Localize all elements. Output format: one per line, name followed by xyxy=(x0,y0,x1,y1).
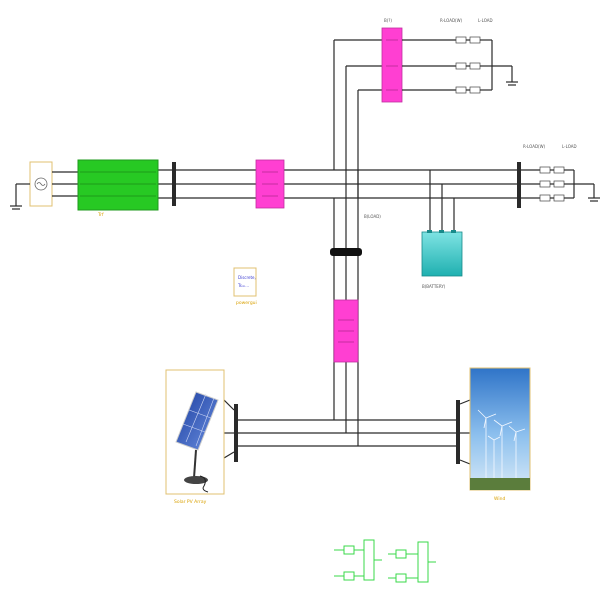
solar-panel-icon xyxy=(175,391,219,493)
breaker-top[interactable] xyxy=(381,27,403,103)
battery-label: B(BATTERY) xyxy=(422,284,446,289)
top-breaker-label: B(?) xyxy=(384,18,392,23)
top-load-label-2: L-LOAD xyxy=(478,18,493,23)
powergui-label: powergui xyxy=(236,300,257,306)
top-load-label-1: R-LOAD(W) xyxy=(440,18,463,23)
bus-connector-solar xyxy=(234,404,238,462)
right-load-label-2: L-LOAD xyxy=(562,144,577,149)
top-load-elements[interactable] xyxy=(455,36,493,94)
powergui-line-2: Ts=... xyxy=(237,283,249,288)
bus-connector-right xyxy=(517,162,521,208)
main-bus xyxy=(158,169,519,199)
wind-turbine-icon xyxy=(477,409,526,480)
breaker-main[interactable] xyxy=(255,159,285,209)
bus-connector-left xyxy=(172,162,176,206)
transformer-block[interactable] xyxy=(77,159,159,211)
solar-pv-block[interactable] xyxy=(165,369,225,495)
breaker-lower[interactable] xyxy=(333,299,359,363)
solar-to-bus xyxy=(223,399,235,459)
powergui-line-1: Discrete, xyxy=(238,275,256,280)
wind-label: Wind xyxy=(494,496,505,502)
measurement-blocks[interactable] xyxy=(334,539,436,583)
right-load-label-1: R-LOAD(W) xyxy=(523,144,546,149)
bus-connector-wind xyxy=(456,400,460,464)
right-tap-label: B(LOAD) xyxy=(364,214,381,219)
top-load-ground xyxy=(492,65,518,86)
grid-source-block[interactable] xyxy=(29,161,78,207)
top-load-wires xyxy=(402,39,456,91)
wind-to-bus xyxy=(459,399,471,465)
right-load-elements[interactable] xyxy=(521,166,575,202)
lower-bus xyxy=(238,419,456,447)
powergui-block[interactable]: Discrete, Ts=... xyxy=(233,267,257,297)
solar-label: Solar PV Array xyxy=(174,499,207,505)
battery-wires xyxy=(429,170,455,232)
bus-connector-vertical xyxy=(330,248,362,256)
grid-ground xyxy=(10,183,30,210)
battery-block[interactable] xyxy=(421,230,463,277)
right-load-ground xyxy=(574,183,600,202)
transformer-label: Trf xyxy=(97,212,104,218)
wind-farm-block[interactable] xyxy=(469,367,531,491)
